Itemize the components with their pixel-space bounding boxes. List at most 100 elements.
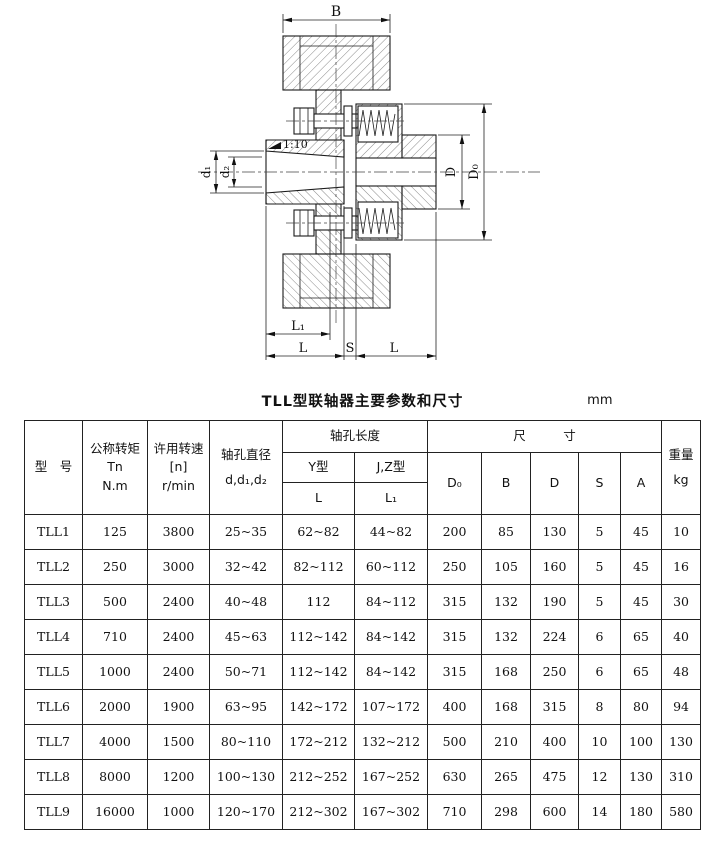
dimension-D: D xyxy=(438,134,470,210)
table-cell: 315 xyxy=(427,584,482,620)
table-cell: 1500 xyxy=(146,724,210,760)
table-cell: 190 xyxy=(530,584,579,620)
table-cell: 600 xyxy=(530,794,579,830)
table-cell: 40 xyxy=(661,619,702,655)
table-cell: 132 xyxy=(481,584,531,620)
table-cell: TLL7 xyxy=(23,724,83,760)
dim-label-d1: d₁ xyxy=(199,166,213,179)
table-cell: 45 xyxy=(619,514,663,550)
table-cell: TLL3 xyxy=(23,584,83,620)
table-cell: 224 xyxy=(530,619,579,655)
table-cell: 45~63 xyxy=(208,619,283,655)
header-weight: 重量 kg xyxy=(661,420,702,515)
header-l: L xyxy=(281,482,355,515)
caption-row: TLL型联轴器主要参数和尺寸 mm xyxy=(25,390,701,412)
spring-icon xyxy=(358,109,396,137)
table-cell: 107~172 xyxy=(353,689,429,725)
dim-label-d2: d₂ xyxy=(218,166,232,179)
table-cell: 60~112 xyxy=(353,549,429,585)
table-cell: 1000 xyxy=(81,654,148,690)
dim-label-l-left: L xyxy=(299,341,308,356)
table-cell: 580 xyxy=(661,794,702,830)
table-cell: 84~112 xyxy=(353,584,429,620)
dimension-B: B xyxy=(282,4,391,33)
header-line: 重量 xyxy=(668,447,694,463)
table-cell: 310 xyxy=(661,759,702,795)
table-cell: 100~130 xyxy=(208,759,283,795)
table-cell: 40~48 xyxy=(208,584,283,620)
table-row: TLL4 710 2400 45~63 112~142 84~142 315 1… xyxy=(23,619,702,655)
table-cell: 6 xyxy=(578,654,621,690)
table-cell: TLL8 xyxy=(23,759,83,795)
table-cell: TLL4 xyxy=(23,619,83,655)
table-cell: 65 xyxy=(619,654,663,690)
table-cell: 45 xyxy=(619,549,663,585)
table-cell: 250 xyxy=(530,654,579,690)
table-cell: 168 xyxy=(481,654,531,690)
table-cell: 630 xyxy=(427,759,482,795)
table-cell: 112 xyxy=(281,584,355,620)
table-cell: 2400 xyxy=(146,654,210,690)
table-cell: 2400 xyxy=(146,584,210,620)
table-cell: 12 xyxy=(578,759,621,795)
table-cell: 25~35 xyxy=(208,514,283,550)
table-cell: 142~172 xyxy=(281,689,355,725)
table-cell: 50~71 xyxy=(208,654,283,690)
table-cell: 32~42 xyxy=(208,549,283,585)
header-line: 公称转矩 xyxy=(89,441,140,457)
table-cell: 112~142 xyxy=(281,619,355,655)
header-speed: 许用转速 [n] r/min xyxy=(146,420,210,515)
table-cell: 130 xyxy=(530,514,579,550)
table-cell: 63~95 xyxy=(208,689,283,725)
brake-wheel-rim xyxy=(282,35,391,91)
table-cell: 112~142 xyxy=(281,654,355,690)
dim-label-d0: D₀ xyxy=(467,164,482,180)
taper-marker: 1:10 xyxy=(268,138,308,151)
header-line: Tn xyxy=(107,459,123,475)
dim-label-l-right: L xyxy=(390,341,399,356)
header-line: d,d₁,d₂ xyxy=(225,471,267,487)
dim-label-d-outer: D xyxy=(444,167,459,177)
table-cell: 125 xyxy=(81,514,148,550)
dimension-D0: D₀ xyxy=(404,103,492,241)
centerlines xyxy=(198,24,540,324)
dimension-d1: d₁ xyxy=(199,150,264,194)
dimension-d2: d₂ xyxy=(218,156,262,188)
table-cell: 710 xyxy=(427,794,482,830)
table-cell: 130 xyxy=(619,759,663,795)
table-cell: 10 xyxy=(578,724,621,760)
table-cell: 315 xyxy=(427,619,482,655)
table-cell: 30 xyxy=(661,584,702,620)
table-cell: 500 xyxy=(81,584,148,620)
header-y-type: Y型 xyxy=(281,452,355,483)
table-cell: 80~110 xyxy=(208,724,283,760)
header-size: 尺 寸 xyxy=(426,420,663,453)
table-row: TLL9 16000 1000 120~170 212~302 167~302 … xyxy=(23,794,702,830)
table-cell: 172~212 xyxy=(281,724,355,760)
table-cell: 82~112 xyxy=(281,549,355,585)
dim-label-l1: L₁ xyxy=(291,319,305,334)
table-cell: 315 xyxy=(530,689,579,725)
header-l1: L₁ xyxy=(353,482,429,515)
table-cell: TLL9 xyxy=(23,794,83,830)
table-cell: 80 xyxy=(619,689,663,725)
table-cell: 250 xyxy=(81,549,148,585)
table-cell: 167~252 xyxy=(353,759,429,795)
table-cell: 8000 xyxy=(81,759,148,795)
taper-label: 1:10 xyxy=(283,138,308,151)
header-line: kg xyxy=(673,471,689,487)
parameters-table: 型 号 公称转矩 Tn N.m 许用转速 [n] r/min 轴孔直径 d,d₁… xyxy=(23,420,702,830)
table-cell: 3000 xyxy=(146,549,210,585)
table-row: TLL6 2000 1900 63~95 142~172 107~172 400… xyxy=(23,689,702,725)
table-cell: 400 xyxy=(530,724,579,760)
spring-pocket xyxy=(357,105,399,143)
header-torque: 公称转矩 Tn N.m xyxy=(81,420,148,515)
table-cell: 14 xyxy=(578,794,621,830)
dimension-bottom: L₁ L S L xyxy=(265,206,437,360)
header-d: D xyxy=(530,452,579,515)
table-cell: 94 xyxy=(661,689,702,725)
table-cell: 212~252 xyxy=(281,759,355,795)
header-line: N.m xyxy=(102,477,128,493)
table-cell: TLL1 xyxy=(23,514,83,550)
